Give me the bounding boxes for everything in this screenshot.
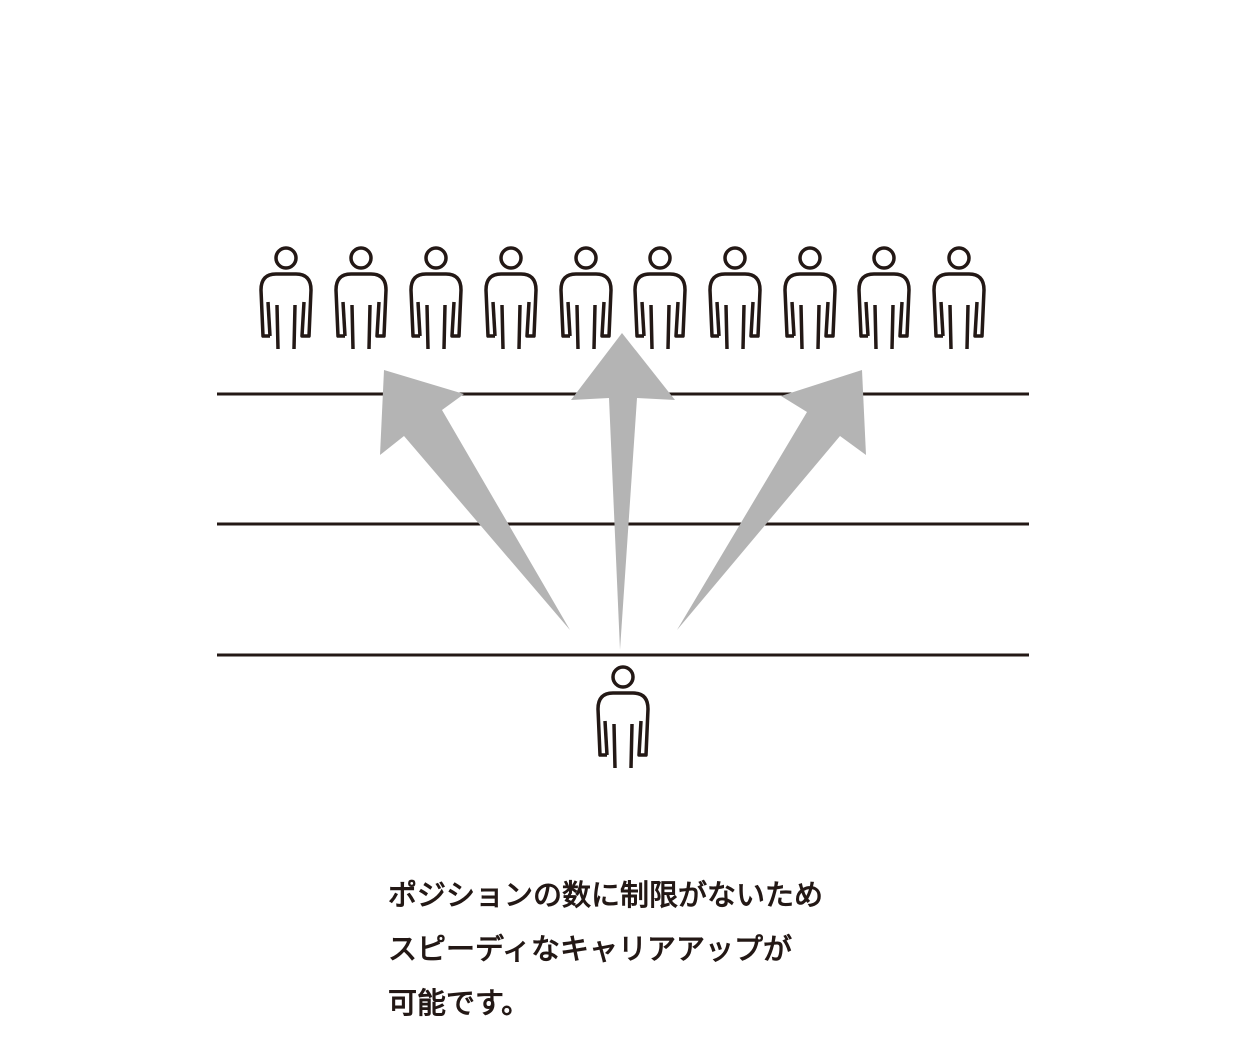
person-icon [559, 246, 613, 351]
arrow-center-icon [571, 333, 675, 650]
arrow-right-icon [677, 370, 866, 630]
person-icon [334, 246, 388, 351]
caption-line-1: ポジションの数に制限がないため [388, 878, 824, 912]
caption-line-3: 可能です。 [388, 986, 531, 1020]
person-icon [708, 246, 762, 351]
person-icon [932, 246, 986, 351]
current-person [596, 665, 650, 770]
person-icon [783, 246, 837, 351]
caption-line-2: スピーディなキャリアアップが [388, 932, 792, 966]
person-icon [259, 246, 313, 351]
person-icon [596, 665, 650, 770]
person-icon [857, 246, 911, 351]
growth-arrows [380, 333, 866, 650]
caption-text: ポジションの数に制限がないため スピーディなキャリアアップが 可能です。 [388, 868, 908, 1030]
person-icon [409, 246, 463, 351]
person-icon [633, 246, 687, 351]
person-icon [484, 246, 538, 351]
arrow-left-icon [380, 370, 570, 630]
